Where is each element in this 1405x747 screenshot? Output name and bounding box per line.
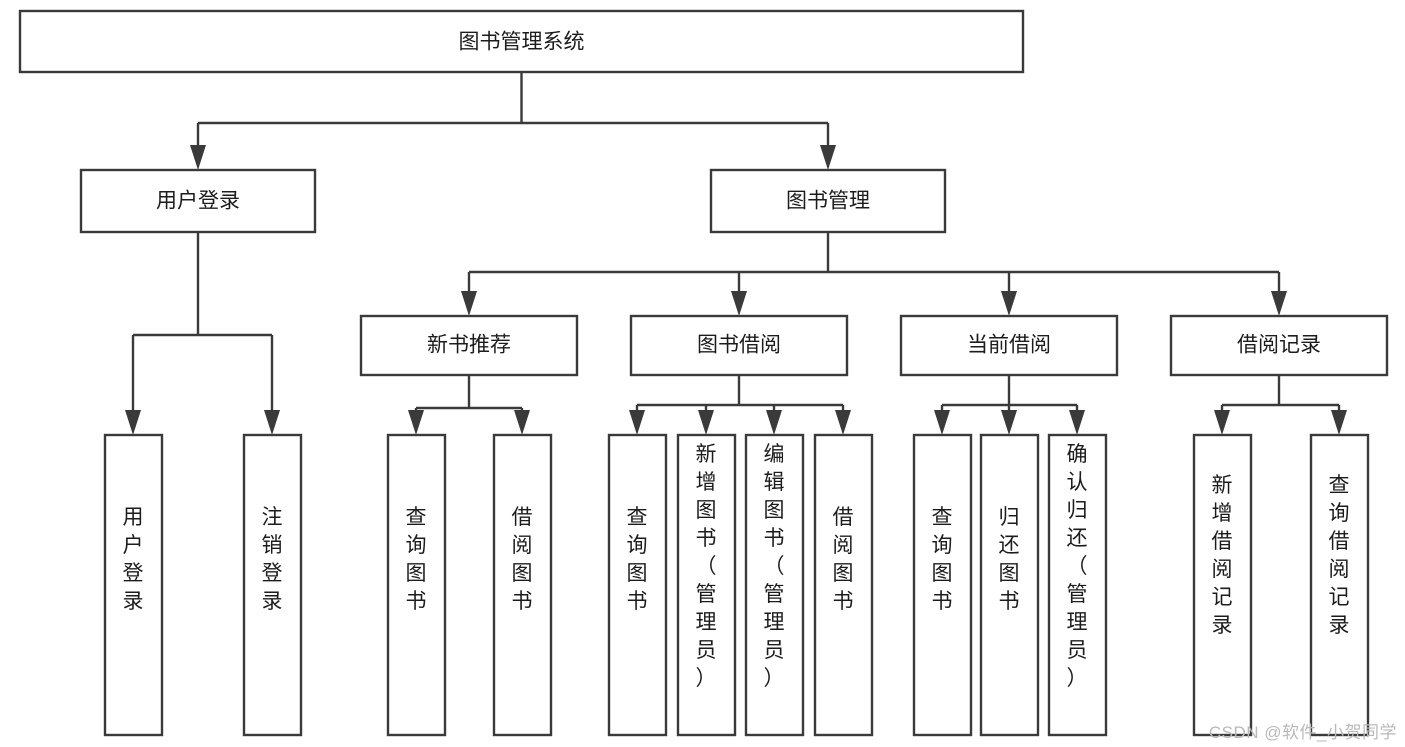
arrowhead-new-book-recommend bbox=[461, 291, 477, 316]
arrowhead-leaf-borrow-book-1 bbox=[514, 410, 530, 435]
leaf-label-return-book: 归还图书 bbox=[999, 506, 1020, 613]
leaf-box-query-borrow-record[interactable] bbox=[1309, 433, 1370, 737]
leaf-label-borrow-book-2: 借阅图书 bbox=[833, 506, 854, 613]
leaf-box-query-book-3[interactable] bbox=[912, 433, 973, 737]
arrowhead-leaf-return-book bbox=[1001, 410, 1017, 435]
connector-group-new-book-recommend bbox=[408, 375, 530, 435]
arrowhead-leaf-add-book-admin bbox=[698, 410, 714, 435]
node-label-book-borrow: 图书借阅 bbox=[697, 334, 781, 357]
leaf-node-query-book-1[interactable]: 查询图书 bbox=[386, 433, 447, 737]
node-label-borrow-record: 借阅记录 bbox=[1237, 334, 1321, 357]
node-box-borrow-record[interactable] bbox=[1169, 314, 1389, 377]
leaf-box-logout-login[interactable] bbox=[242, 433, 303, 737]
leaf-node-return-book[interactable]: 归还图书 bbox=[979, 433, 1040, 737]
node-box-user-login[interactable] bbox=[79, 168, 317, 234]
arrowhead-leaf-edit-book-admin bbox=[766, 410, 782, 435]
node-book-borrow[interactable]: 图书借阅 bbox=[629, 314, 849, 377]
node-borrow-record[interactable]: 借阅记录 bbox=[1169, 314, 1389, 377]
leaf-box-confirm-return-admin[interactable] bbox=[1047, 433, 1108, 737]
leaf-box-return-book[interactable] bbox=[979, 433, 1040, 737]
node-current-borrow[interactable]: 当前借阅 bbox=[899, 314, 1119, 377]
leaf-box-query-book-1[interactable] bbox=[386, 433, 447, 737]
arrowhead-leaf-query-book-2 bbox=[629, 410, 645, 435]
arrowhead-leaf-confirm-return-admin bbox=[1069, 410, 1085, 435]
leaf-node-query-book-3[interactable]: 查询图书 bbox=[912, 433, 973, 737]
arrowhead-current-borrow bbox=[1001, 291, 1017, 316]
leaf-label-borrow-book-1: 借阅图书 bbox=[512, 506, 533, 613]
leaf-box-borrow-book-2[interactable] bbox=[813, 433, 874, 737]
leaf-label-query-book-1: 查询图书 bbox=[406, 506, 427, 613]
node-label-system-root: 图书管理系统 bbox=[459, 31, 585, 54]
arrowhead-book-mgmt bbox=[820, 145, 836, 170]
leaf-label-confirm-return-admin: 确认归还（管理员） bbox=[1067, 443, 1088, 690]
connector-group-book-mgmt bbox=[461, 232, 1287, 316]
node-label-new-book-recommend: 新书推荐 bbox=[427, 334, 511, 357]
leaf-node-user-login[interactable]: 用户登录 bbox=[103, 433, 164, 737]
leaf-node-edit-book-admin[interactable]: 编辑图书（管理员） bbox=[744, 433, 805, 737]
node-user-login[interactable]: 用户登录 bbox=[79, 168, 317, 234]
leaf-box-borrow-book-1[interactable] bbox=[492, 433, 553, 737]
leaf-node-borrow-book-1[interactable]: 借阅图书 bbox=[492, 433, 553, 737]
connector-group-user-login bbox=[125, 232, 280, 435]
arrowhead-leaf-borrow-book-2 bbox=[835, 410, 851, 435]
node-label-book-management: 图书管理 bbox=[786, 190, 870, 213]
leaf-box-edit-book-admin[interactable] bbox=[744, 433, 805, 737]
node-box-system-root[interactable] bbox=[18, 9, 1025, 74]
node-book-management[interactable]: 图书管理 bbox=[709, 168, 947, 234]
arrowhead-leaf-query-book-3 bbox=[934, 410, 950, 435]
leaf-node-confirm-return-admin[interactable]: 确认归还（管理员） bbox=[1047, 433, 1108, 737]
arrowhead-leaf-query-borrow-record bbox=[1331, 410, 1347, 435]
node-box-new-book-recommend[interactable] bbox=[359, 314, 579, 377]
leaf-node-query-borrow-record[interactable]: 查询借阅记录 bbox=[1309, 433, 1370, 737]
connector-group-borrow-record bbox=[1214, 375, 1347, 435]
leaf-label-logout-login: 注销登录 bbox=[262, 506, 283, 613]
leaf-node-add-borrow-record[interactable]: 新增借阅记录 bbox=[1192, 433, 1253, 737]
leaf-node-add-book-admin[interactable]: 新增图书（管理员） bbox=[676, 433, 737, 737]
leaf-box-add-borrow-record[interactable] bbox=[1192, 433, 1253, 737]
connector-group-root bbox=[190, 72, 836, 170]
leaf-label-add-borrow-record: 新增借阅记录 bbox=[1212, 474, 1233, 637]
node-label-current-borrow: 当前借阅 bbox=[967, 334, 1051, 357]
node-box-book-management[interactable] bbox=[709, 168, 947, 234]
leaf-label-user-login: 用户登录 bbox=[123, 506, 144, 613]
leaf-label-edit-book-admin: 编辑图书（管理员） bbox=[764, 443, 785, 690]
connector-group-current-borrow bbox=[934, 375, 1085, 435]
leaf-label-query-book-3: 查询图书 bbox=[932, 506, 953, 613]
leaf-box-query-book-2[interactable] bbox=[607, 433, 668, 737]
arrowhead-book-borrow bbox=[731, 291, 747, 316]
leaf-node-borrow-book-2[interactable]: 借阅图书 bbox=[813, 433, 874, 737]
arrowhead-borrow-record bbox=[1271, 291, 1287, 316]
connector-group-book-borrow bbox=[629, 375, 851, 435]
leaf-node-logout-login[interactable]: 注销登录 bbox=[242, 433, 303, 737]
node-label-user-login: 用户登录 bbox=[156, 190, 240, 213]
arrowhead-leaf-query-book-1 bbox=[408, 410, 424, 435]
arrowhead-leaf-add-borrow-record bbox=[1214, 410, 1230, 435]
arrowhead-leaf-user-login bbox=[125, 410, 141, 435]
node-box-book-borrow[interactable] bbox=[629, 314, 849, 377]
node-box-current-borrow[interactable] bbox=[899, 314, 1119, 377]
leaf-node-query-book-2[interactable]: 查询图书 bbox=[607, 433, 668, 737]
leaf-box-user-login[interactable] bbox=[103, 433, 164, 737]
node-system-root[interactable]: 图书管理系统 bbox=[18, 9, 1025, 74]
leaf-label-add-book-admin: 新增图书（管理员） bbox=[696, 443, 717, 690]
leaf-label-query-book-2: 查询图书 bbox=[627, 506, 648, 613]
arrowhead-leaf-logout-login bbox=[264, 410, 280, 435]
arrowhead-user-login bbox=[190, 145, 206, 170]
leaf-box-add-book-admin[interactable] bbox=[676, 433, 737, 737]
leaf-label-query-borrow-record: 查询借阅记录 bbox=[1329, 474, 1350, 637]
node-new-book-recommend[interactable]: 新书推荐 bbox=[359, 314, 579, 377]
